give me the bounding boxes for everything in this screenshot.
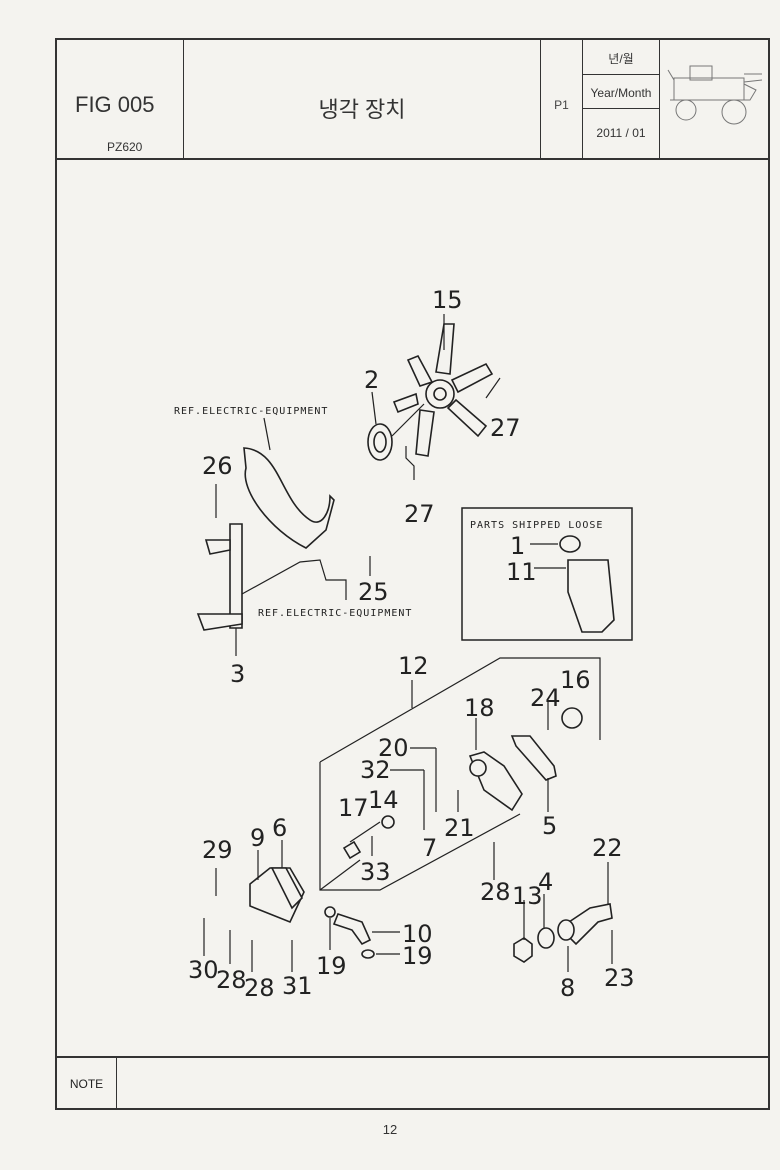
clamp-19 <box>361 949 375 959</box>
impeller-17 <box>342 840 362 860</box>
callout-label: 27 <box>404 500 435 528</box>
callout-label: 17 <box>338 794 369 822</box>
callout-label: 30 <box>188 956 219 984</box>
year-month-cell: 년/월 Year/Month 2011 / 01 <box>583 40 660 158</box>
machine-thumbnail-cell <box>660 40 768 158</box>
callout-label: 16 <box>560 666 591 694</box>
pipe-fitting-8 <box>557 903 613 946</box>
callout-label: 28 <box>244 974 275 1002</box>
tractor-thumbnail-icon <box>667 65 763 125</box>
callout-label: 27 <box>490 414 521 442</box>
seal-14 <box>381 815 395 829</box>
cooling-fan <box>392 323 494 457</box>
title-cell: 냉각 장치 <box>184 40 541 158</box>
callout-label: 25 <box>358 578 389 606</box>
callout-label: 15 <box>432 286 463 314</box>
callout-label: 12 <box>398 652 429 680</box>
parts-shipped-loose-label: PARTS SHIPPED LOOSE <box>470 520 603 531</box>
callout-label: 21 <box>444 814 475 842</box>
page-code-cell: P1 <box>541 40 583 158</box>
note-label: NOTE <box>57 1058 117 1110</box>
washer-19-top <box>324 906 336 918</box>
pump-housing-lower <box>249 867 305 924</box>
callout-label: 20 <box>378 734 409 762</box>
parts-sheet: FIG 005 PZ620 냉각 장치 P1 년/월 Year/Month 20… <box>55 38 770 1110</box>
callout-label: 7 <box>422 834 437 862</box>
callout-label: 11 <box>506 558 537 586</box>
callout-label: 24 <box>530 684 561 712</box>
callout-label: 10 <box>402 920 433 948</box>
callout-label: 3 <box>230 660 245 688</box>
radiator-cap <box>559 535 581 553</box>
date-value: 2011 / 01 <box>596 126 646 140</box>
water-pump-body <box>468 751 523 812</box>
ref-electric-bottom: REF.ELECTRIC-EQUIPMENT <box>258 608 412 619</box>
page-code: P1 <box>554 98 569 112</box>
group-bracket-12-top <box>319 657 601 763</box>
thermostat-cover <box>510 735 557 781</box>
callout-label: 28 <box>216 966 247 994</box>
model-code: PZ620 <box>107 140 143 154</box>
fan-shroud-bracket <box>243 447 335 549</box>
year-month-korean: 년/월 <box>608 52 634 66</box>
parts-shipped-loose-box <box>461 507 633 641</box>
callout-label: 9 <box>250 824 265 852</box>
note-row: NOTE <box>57 1056 768 1110</box>
callout-label: 13 <box>512 882 543 910</box>
page-number: 12 <box>382 1122 398 1137</box>
header-row: FIG 005 PZ620 냉각 장치 P1 년/월 Year/Month 20… <box>57 40 768 160</box>
year-month-english: Year/Month <box>590 86 652 100</box>
fan-pulley <box>367 423 393 461</box>
callout-label: 18 <box>464 694 495 722</box>
fig-label: FIG 005 <box>75 92 155 117</box>
callout-label: 22 <box>592 834 623 862</box>
page-title: 냉각 장치 <box>318 97 406 122</box>
callout-label: 28 <box>480 878 511 906</box>
cap-16 <box>561 707 583 729</box>
callout-label: 23 <box>604 964 635 992</box>
callout-label: 1 <box>510 532 525 560</box>
group-bracket-12 <box>319 762 521 891</box>
callout-label: 29 <box>202 836 233 864</box>
callout-label: 26 <box>202 452 233 480</box>
hose-10 <box>332 913 372 946</box>
callout-label: 6 <box>272 814 287 842</box>
mounting-bracket <box>196 523 243 631</box>
callout-label: 14 <box>368 786 399 814</box>
gasket-4 <box>537 927 555 949</box>
callout-label: 4 <box>538 868 553 896</box>
callout-label: 32 <box>360 756 391 784</box>
callout-label: 2 <box>364 366 379 394</box>
callout-label: 31 <box>282 972 313 1000</box>
reserve-tank <box>567 559 615 633</box>
callout-label: 33 <box>360 858 391 886</box>
callout-label: 8 <box>560 974 575 1002</box>
callout-label: 19 <box>402 942 433 970</box>
nut-13 <box>513 937 533 963</box>
ref-electric-top: REF.ELECTRIC-EQUIPMENT <box>174 406 328 417</box>
callout-label: 19 <box>316 952 347 980</box>
callout-label: 5 <box>542 812 557 840</box>
fig-cell: FIG 005 PZ620 <box>57 40 184 158</box>
